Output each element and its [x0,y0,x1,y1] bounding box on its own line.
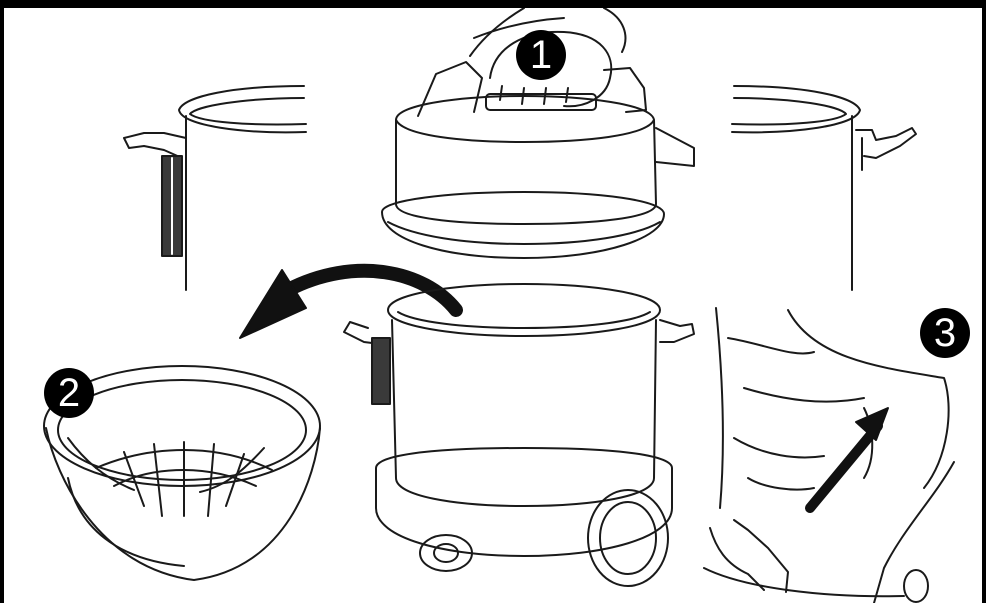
main-drum [344,284,694,586]
step-1-label: 1 [530,35,552,75]
bag-removal [704,308,954,603]
step-2-label: 2 [58,373,80,413]
step-2-badge: 2 [44,368,94,418]
left-drum-partial [124,86,306,290]
step-1-badge: 1 [516,30,566,80]
step-3-label: 3 [934,313,956,353]
right-drum-partial [732,86,916,290]
step-3-badge: 3 [920,308,970,358]
vacuum-cleaner-drawing [4,8,982,603]
